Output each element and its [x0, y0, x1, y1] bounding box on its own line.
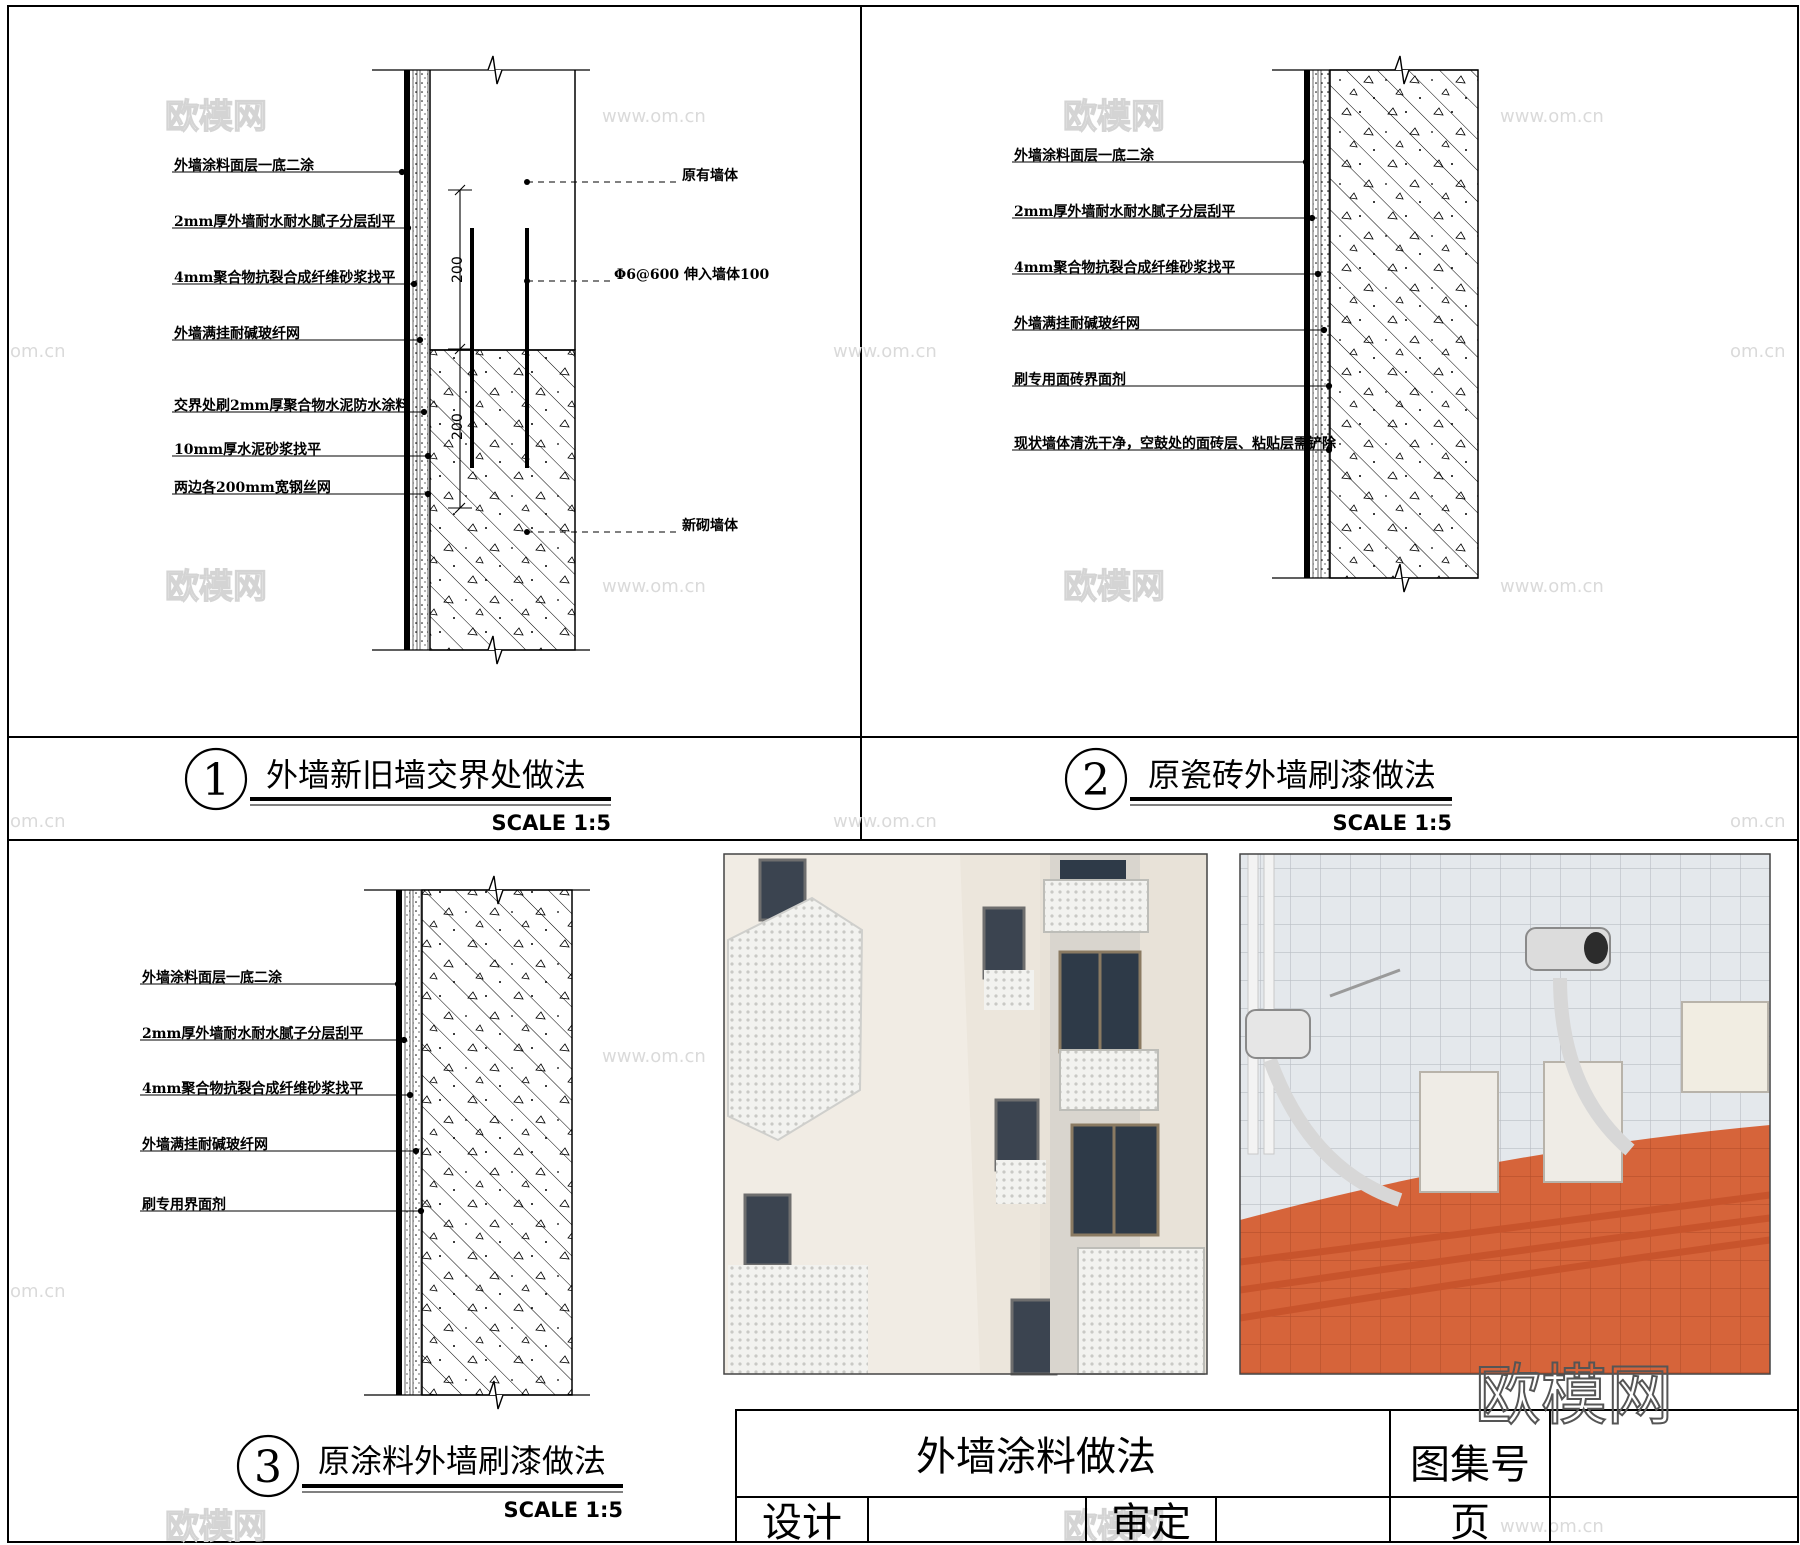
layer-label: 2mm厚外墙耐水耐水腻子分层刮平: [142, 1025, 363, 1042]
watermark-site: www.om.cn: [602, 1046, 706, 1067]
layer-label: 外墙涂料面层一底二涂: [142, 969, 283, 986]
wall-label: 原有墙体: [682, 167, 739, 184]
watermark-site: www.om.cn: [833, 811, 937, 832]
watermark-layer: 欧模网 欧模网 欧模网 欧模网 欧模网 欧模网 欧模网 欧模网 www.om.c…: [10, 96, 1786, 1545]
approve-label: 审定: [1111, 1500, 1191, 1545]
drawing-title: 外墙涂料做法: [916, 1434, 1156, 1480]
detail-2-section: 外墙涂料面层一底二涂 2mm厚外墙耐水耐水腻子分层刮平 4mm聚合物抗裂合成纤维…: [1012, 55, 1479, 593]
detail-title: 原瓷砖外墙刷漆做法: [1148, 756, 1436, 794]
dimension-label: 200: [450, 256, 466, 283]
watermark-brand: 欧模网: [165, 1507, 267, 1545]
layer-label: 2mm厚外墙耐水耐水腻子分层刮平: [1014, 203, 1235, 220]
layer-label: 交界处刷2mm厚聚合物水泥防水涂料: [174, 397, 409, 414]
brand-logo-watermark: 欧模网: [1475, 1357, 1673, 1434]
cctv-camera-wall-photo: [1239, 853, 1771, 1375]
watermark-site: om.cn: [10, 811, 66, 832]
layer-label: 外墙涂料面层一底二涂: [174, 157, 315, 174]
watermark-site: om.cn: [10, 341, 66, 362]
layer-label: 两边各200mm宽钢丝网: [174, 479, 331, 496]
watermark-site: www.om.cn: [833, 341, 937, 362]
watermark-site: om.cn: [1730, 811, 1786, 832]
watermark-site: om.cn: [1730, 341, 1786, 362]
title-block: 外墙涂料做法 图集号 设计 审定 页: [735, 1409, 1799, 1545]
layer-label: 现状墙体清洗干净，空鼓处的面砖层、粘贴层需铲除: [1014, 435, 1337, 452]
detail-1-title: 1 外墙新旧墙交界处做法 SCALE 1:5: [184, 747, 611, 835]
layer-label: 外墙涂料面层一底二涂: [1014, 147, 1155, 164]
watermark-site: www.om.cn: [1500, 576, 1604, 597]
wall-label: 新砌墙体: [682, 517, 739, 534]
layer-label: 10mm厚水泥砂浆找平: [174, 441, 321, 458]
layer-label: 4mm聚合物抗裂合成纤维砂浆找平: [142, 1080, 363, 1097]
watermark-brand: 欧模网: [1063, 97, 1165, 137]
detail-title: 原涂料外墙刷漆做法: [318, 1442, 606, 1480]
building-facade-photo: [723, 853, 1208, 1376]
layer-label: 刷专用界面剂: [142, 1196, 226, 1213]
detail-2-title: 2 原瓷砖外墙刷漆做法 SCALE 1:5: [1064, 747, 1452, 835]
atlas-number-label: 图集号: [1410, 1442, 1530, 1488]
watermark-brand: 欧模网: [165, 567, 267, 607]
detail-number: 3: [254, 1442, 282, 1493]
layer-label: 外墙满挂耐碱玻纤网: [174, 325, 300, 342]
watermark-site: om.cn: [10, 1281, 66, 1302]
watermark-site: www.om.cn: [602, 106, 706, 127]
scale-label: SCALE 1:5: [504, 1498, 623, 1522]
watermark-brand: 欧模网: [1063, 567, 1165, 607]
scale-label: SCALE 1:5: [1333, 811, 1452, 835]
page-label: 页: [1450, 1500, 1490, 1545]
watermark-site: www.om.cn: [602, 576, 706, 597]
detail-3-title: 3 原涂料外墙刷漆做法 SCALE 1:5: [236, 1434, 623, 1522]
layer-label: 4mm聚合物抗裂合成纤维砂浆找平: [1014, 259, 1235, 276]
layer-label: 外墙满挂耐碱玻纤网: [142, 1136, 268, 1153]
layer-label: 刷专用面砖界面剂: [1014, 371, 1126, 388]
layer-label: 4mm聚合物抗裂合成纤维砂浆找平: [174, 269, 395, 286]
detail-number: 2: [1082, 755, 1110, 806]
detail-number: 1: [202, 755, 230, 806]
layer-label: 2mm厚外墙耐水耐水腻子分层刮平: [174, 213, 395, 230]
rebar-label: Φ6@600 伸入墙体100: [614, 266, 770, 283]
watermark-site: www.om.cn: [1500, 1516, 1604, 1537]
detail-title: 外墙新旧墙交界处做法: [266, 756, 586, 794]
watermark-brand: 欧模网: [1063, 1507, 1165, 1545]
watermark-brand: 欧模网: [165, 97, 267, 137]
layer-label: 外墙满挂耐碱玻纤网: [1014, 315, 1140, 332]
watermark-site: www.om.cn: [1500, 106, 1604, 127]
dimension-label: 200: [450, 413, 466, 440]
design-label: 设计: [762, 1500, 842, 1545]
scale-label: SCALE 1:5: [492, 811, 611, 835]
detail-1-section: 200 200 外墙涂料面层一底二涂 2mm厚外墙耐水耐水腻子分层刮平 4mm聚…: [172, 55, 770, 665]
detail-3-section: 外墙涂料面层一底二涂 2mm厚外墙耐水耐水腻子分层刮平 4mm聚合物抗裂合成纤维…: [140, 875, 590, 1410]
